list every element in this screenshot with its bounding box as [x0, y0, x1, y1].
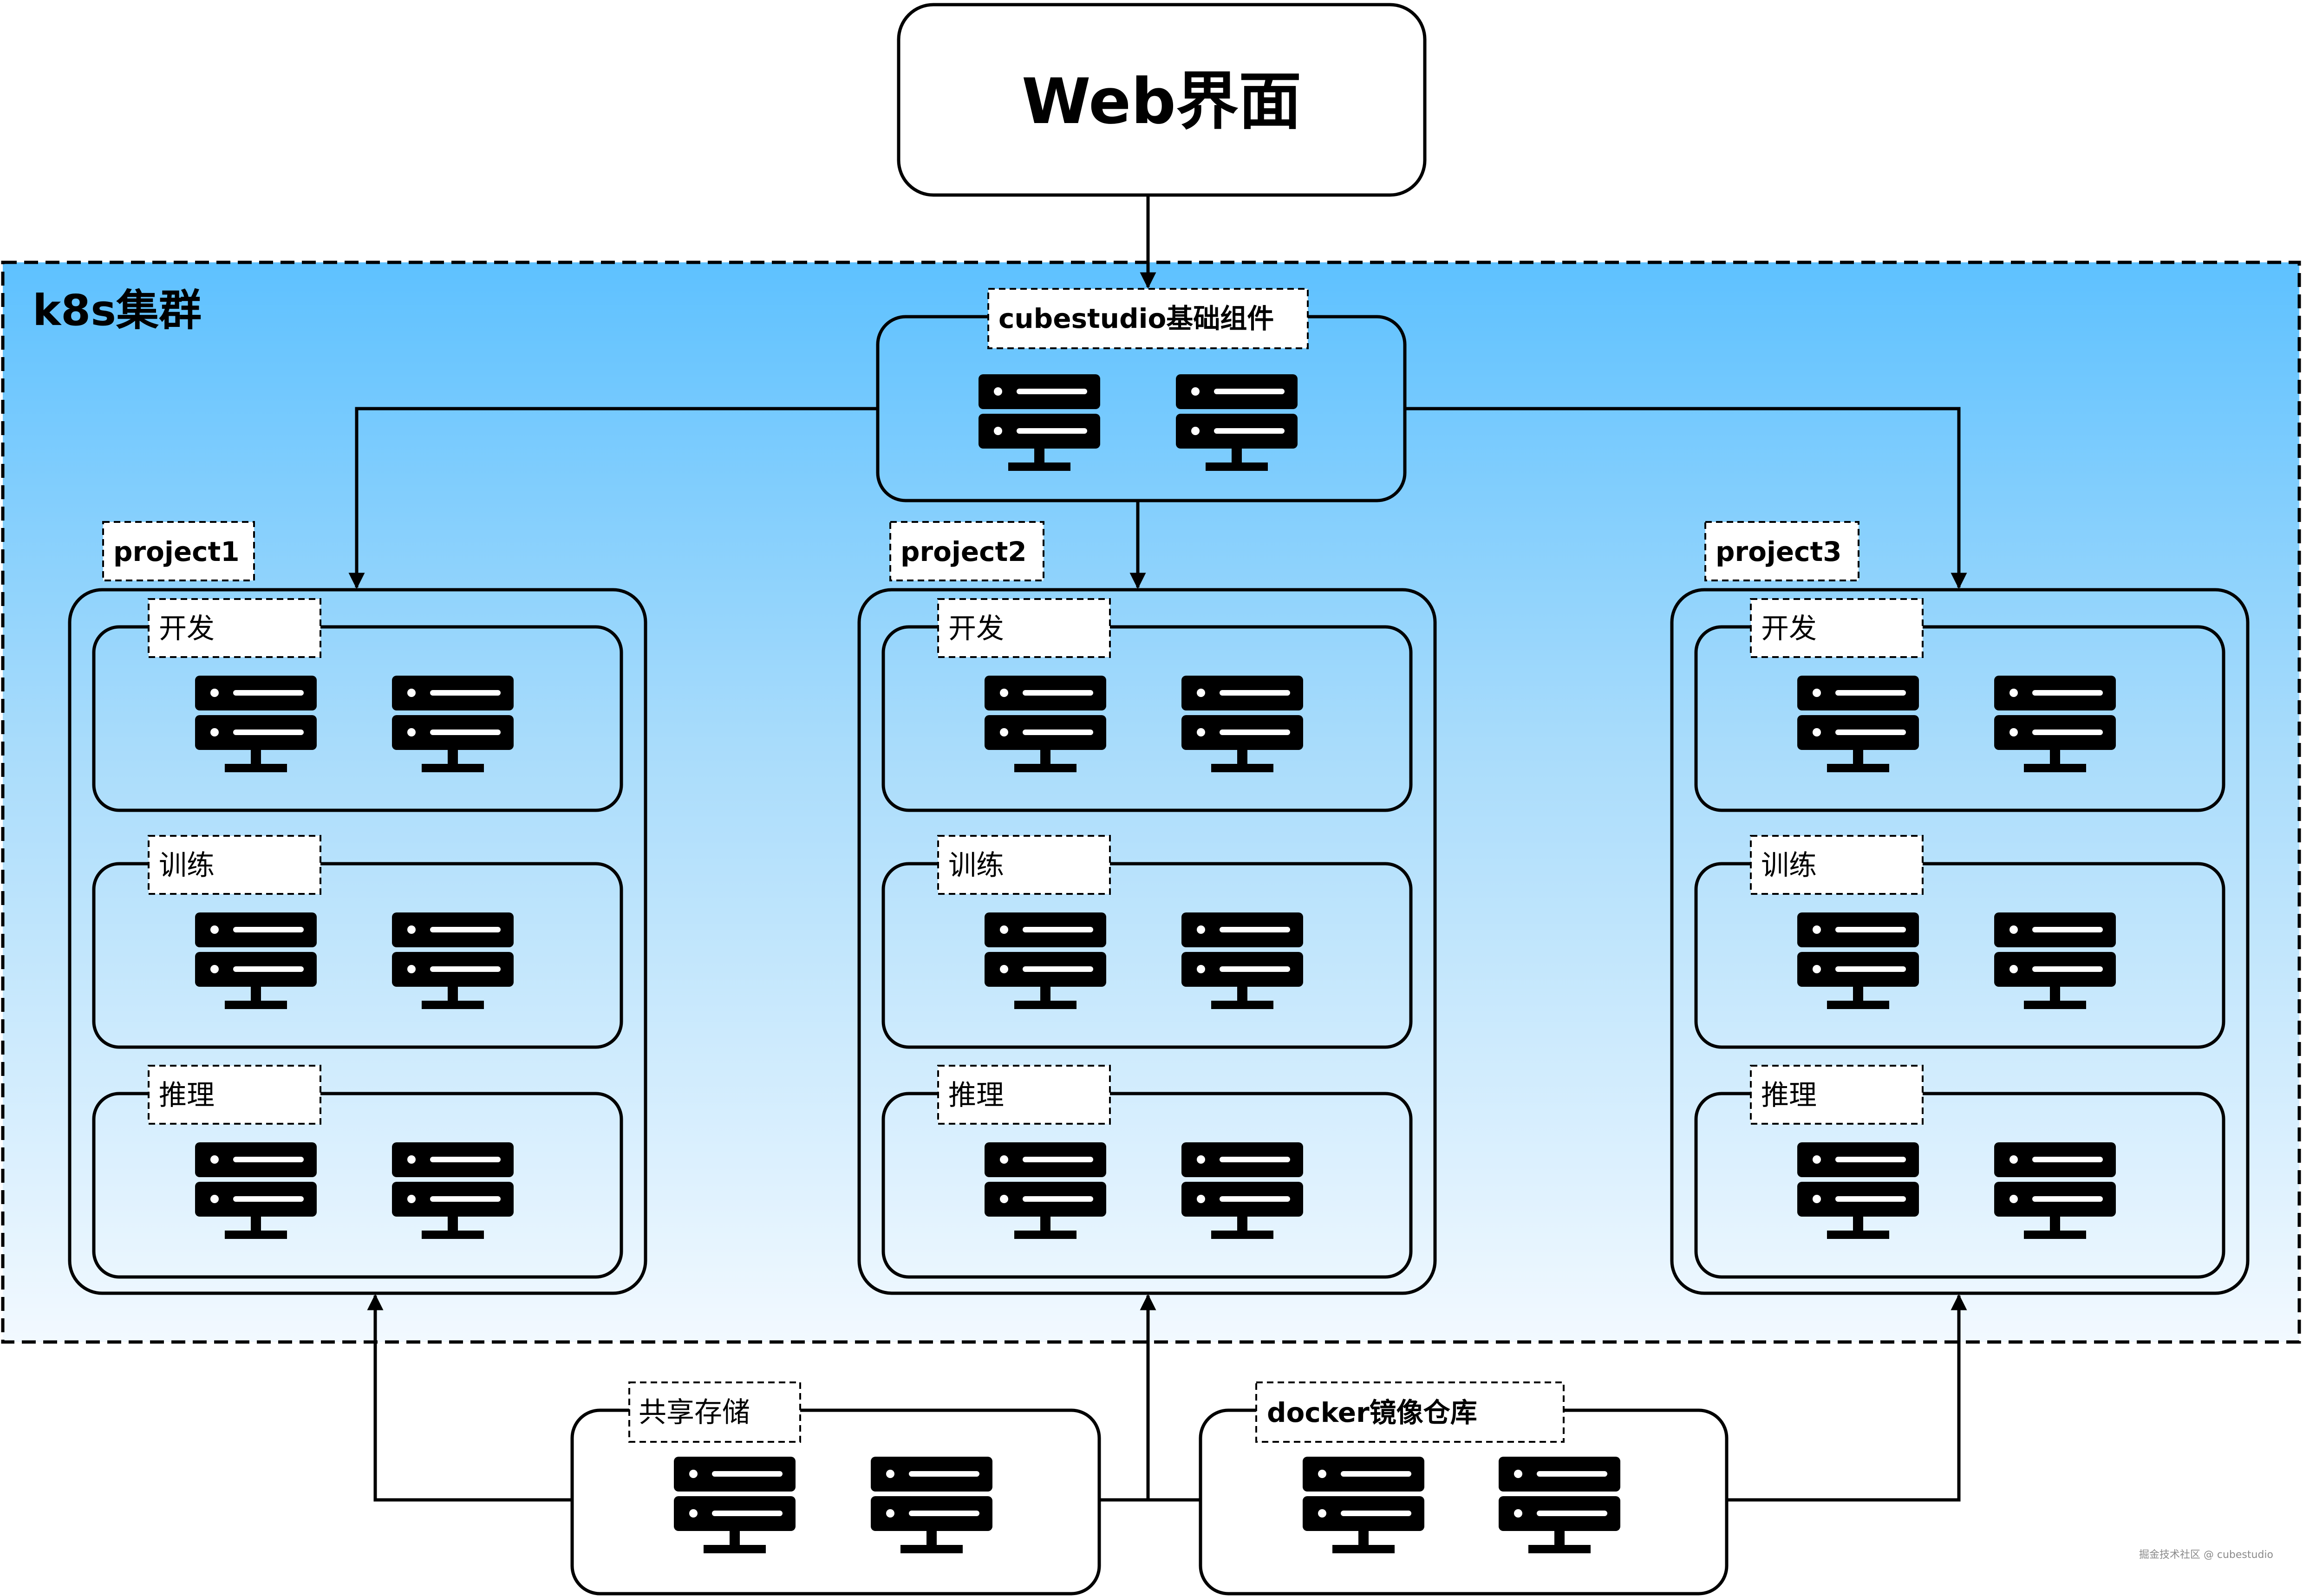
env-group-box [881, 1092, 1413, 1279]
env-group-box [1694, 862, 2225, 1049]
env-group-label-box [937, 1065, 1111, 1125]
env-group-label: 开发 [948, 612, 1004, 645]
registry-to-project3-arrow [1727, 1294, 1967, 1502]
env-group-label-box [1750, 1065, 1924, 1125]
env-group-box [1694, 625, 2225, 812]
env-group-box [1694, 1092, 2225, 1279]
env-group-label: 推理 [948, 1079, 1004, 1112]
k8s-cluster-region [1, 261, 2301, 1344]
shared-storage-label: 共享存储 [639, 1396, 750, 1429]
project-box [1670, 588, 2250, 1295]
env-group-box [881, 625, 1413, 812]
web-ui-box [897, 3, 1427, 197]
env-group-label-box [148, 1065, 321, 1125]
project-label: project3 [1716, 536, 1842, 567]
project-label-box [1704, 521, 1859, 581]
docker-registry-label-box [1255, 1381, 1565, 1443]
env-group-label: 推理 [159, 1079, 215, 1112]
docker-registry-label: docker镜像仓库 [1267, 1397, 1477, 1428]
env-group-label: 开发 [1761, 612, 1817, 645]
connector-lines [348, 195, 1967, 1502]
base-components-label-box [987, 288, 1309, 349]
shared-storage-label-box [628, 1381, 801, 1443]
env-group-label-box [1750, 598, 1924, 658]
project-box [857, 588, 1437, 1295]
env-group-label: 推理 [1761, 1079, 1817, 1112]
env-group-label: 训练 [1761, 849, 1817, 882]
env-group-box [881, 862, 1413, 1049]
project-label: project1 [113, 536, 240, 567]
env-group-box [92, 1092, 623, 1279]
env-group-label-box [1750, 835, 1924, 895]
env-group-label-box [148, 835, 321, 895]
env-group-box [92, 625, 623, 812]
k8s-cluster-title: k8s集群 [33, 286, 202, 335]
env-group-label-box [937, 598, 1111, 658]
storage-to-project1-arrow [367, 1294, 572, 1502]
watermark: 掘金技术社区 @ cubestudio [2139, 1549, 2273, 1561]
env-group-label: 训练 [159, 849, 215, 882]
env-group-box [92, 862, 623, 1049]
base-to-project3-arrow [1405, 407, 1967, 589]
base-to-project1-arrow [348, 407, 878, 589]
env-group-label-box [148, 598, 321, 658]
env-group-label: 开发 [159, 612, 215, 645]
project-label-box [102, 521, 255, 581]
env-group-label-box [937, 835, 1111, 895]
web-ui-title: Web界面 [1022, 65, 1301, 138]
project-box [68, 588, 647, 1295]
project-label-box [889, 521, 1044, 581]
env-group-label: 训练 [948, 849, 1004, 882]
base-components-label: cubestudio基础组件 [998, 303, 1274, 334]
project-label: project2 [900, 536, 1027, 567]
